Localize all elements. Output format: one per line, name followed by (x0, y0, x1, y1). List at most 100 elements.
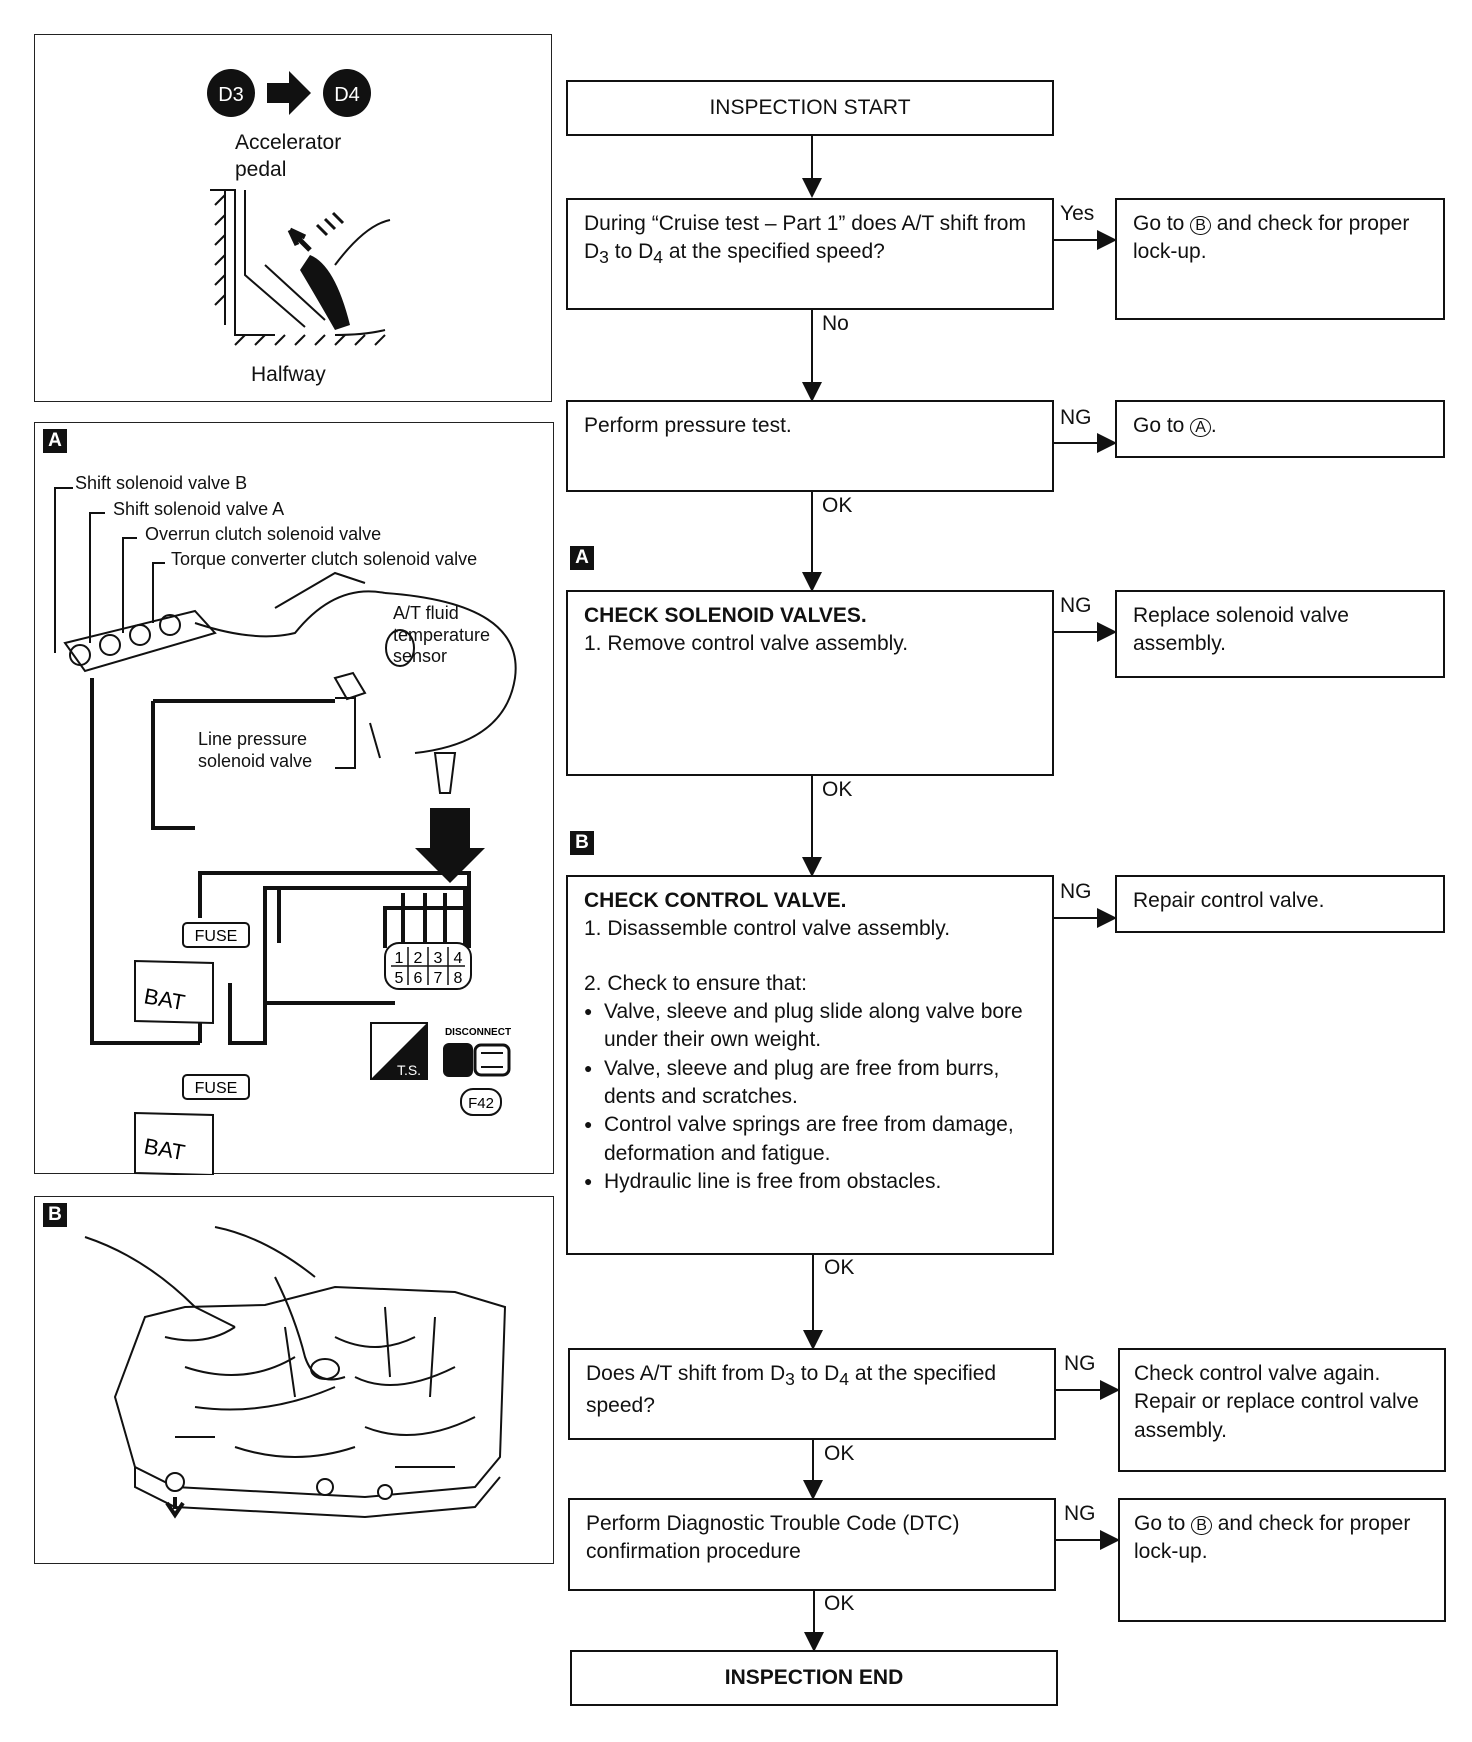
go-b-suffix: and check for proper lock-up. (1133, 212, 1410, 264)
inspection-end-box: INSPECTION END (570, 1650, 1058, 1706)
bullet-item: Hydraulic line is free from obstacles. (584, 1168, 1036, 1196)
go-b2-prefix: Go to (1134, 1512, 1192, 1535)
cruise-test-question-box: During “Cruise test – Part 1” does A/T s… (566, 198, 1054, 310)
halfway-label: Halfway (251, 363, 326, 386)
ts-label: T.S. (397, 1062, 421, 1078)
circled-a-mark: A (1190, 418, 1211, 437)
ng-label-3: NG (1060, 880, 1092, 903)
line-pressure-label: Line pressure solenoid valve (198, 729, 312, 772)
shift-solenoid-b-label: Shift solenoid valve B (75, 473, 248, 493)
fuse-label-2: FUSE (195, 1080, 238, 1097)
ng-label-5: NG (1064, 1502, 1096, 1525)
solenoid-wiring-panel: A (34, 422, 554, 1175)
q2-text-prefix: Does A/T shift from D (586, 1362, 786, 1385)
q1-text-suffix: at the specified speed? (663, 240, 885, 264)
no-label: No (822, 312, 849, 335)
ok-label-1: OK (822, 494, 853, 517)
check-solenoid-title: CHECK SOLENOID VALVES. (584, 604, 867, 627)
d3-label: D3 (218, 84, 244, 106)
repair-control-valve-box: Repair control valve. (1115, 875, 1445, 933)
ng-label-2: NG (1060, 594, 1092, 617)
check-control-title: CHECK CONTROL VALVE. (584, 889, 847, 912)
check-again-box: Check control valve again. Repair or rep… (1118, 1348, 1446, 1472)
bullet-item: Valve, sleeve and plug are free from bur… (584, 1055, 1036, 1112)
inspection-end-label: INSPECTION END (724, 1666, 904, 1689)
bullet-item: Control valve springs are free from dama… (584, 1111, 1036, 1168)
shift-solenoid-a-label: Shift solenoid valve A (113, 499, 285, 519)
control-valve-body-illustration (84, 1226, 507, 1519)
shift-check-question-box: Does A/T shift from D3 to D4 at the spec… (568, 1348, 1056, 1440)
check-again-label: Check control valve again. Repair or rep… (1134, 1362, 1419, 1442)
pin-6: 6 (414, 970, 423, 987)
q2-sub-4: 4 (839, 1369, 849, 1390)
inspection-start-label: INSPECTION START (709, 96, 911, 119)
pressure-test-box: Perform pressure test. (566, 400, 1054, 492)
ng-label-4: NG (1064, 1352, 1096, 1375)
accelerator-pedal-illustration: D3 D4 (207, 69, 391, 346)
go-b2-suffix: and check for proper lock-up. (1134, 1512, 1411, 1564)
check-control-step2: 2. Check to ensure that: (584, 971, 807, 995)
pin-1: 1 (395, 950, 404, 967)
go-b-lockup-box-2: Go to B and check for proper lock-up. (1118, 1498, 1446, 1622)
fuse-label-1: FUSE (195, 928, 238, 945)
fluid-sensor-line-2: temperature (393, 624, 491, 645)
q2-text-mid: to D (794, 1362, 840, 1385)
yes-label: Yes (1060, 202, 1095, 225)
dtc-procedure-box: Perform Diagnostic Trouble Code (DTC) co… (568, 1498, 1056, 1591)
panel-a-tag: A (43, 429, 67, 453)
q1-sub-3: 3 (599, 247, 609, 268)
ok-label-4: OK (824, 1442, 855, 1465)
ok-label-5: OK (824, 1592, 855, 1615)
check-solenoid-box: CHECK SOLENOID VALVES. 1. Remove control… (566, 590, 1054, 776)
fluid-sensor-label: A/T fluid temperature sensor (393, 603, 490, 668)
pin-5: 5 (395, 970, 404, 987)
ng-label-1: NG (1060, 406, 1092, 429)
accelerator-illustration-panel: D3 D4 Accelerator pedal Halfway (34, 34, 552, 402)
disconnect-connector-icon (443, 1043, 511, 1077)
disconnect-label: DISCONNECT (445, 1027, 511, 1038)
check-solenoid-step1: 1. Remove control valve assembly. (584, 632, 909, 656)
q2-sub-3: 3 (785, 1369, 795, 1390)
accelerator-pedal-label: Accelerator pedal (235, 131, 342, 182)
solenoid-wiring-diagram: FUSE FUSE BAT BAT 1 2 3 4 5 6 7 8 T.S. D… (54, 487, 517, 1175)
q2-text-suffix: at the specified speed? (586, 1362, 997, 1417)
panel-b-tag: B (43, 1203, 67, 1227)
push-arrow-icon (287, 227, 312, 252)
down-arrow-icon (165, 1497, 185, 1519)
d4-label: D4 (334, 84, 360, 106)
check-control-bullets: Valve, sleeve and plug slide along valve… (584, 998, 1036, 1196)
torque-converter-label: Torque converter clutch solenoid valve (171, 549, 478, 569)
pin-3: 3 (434, 950, 443, 967)
bullet-item: Valve, sleeve and plug slide along valve… (584, 998, 1036, 1055)
circled-b-mark-2: B (1191, 1516, 1212, 1535)
check-control-valve-box: CHECK CONTROL VALVE. 1. Disassemble cont… (566, 875, 1054, 1255)
q1-text-prefix: During “Cruise test – Part 1” does A/T s… (584, 212, 1026, 264)
repair-control-label: Repair control valve. (1133, 889, 1325, 912)
ok-label-2: OK (822, 778, 853, 801)
flow-tag-a: A (570, 546, 594, 570)
go-a-prefix: Go to (1133, 414, 1191, 437)
check-control-step1: 1. Disassemble control valve assembly. (584, 917, 951, 941)
go-b-prefix: Go to (1133, 212, 1191, 235)
pin-2: 2 (414, 950, 423, 967)
overrun-clutch-label: Overrun clutch solenoid valve (145, 524, 382, 544)
circled-b-mark: B (1190, 216, 1211, 235)
fluid-sensor-line-1: A/T fluid (393, 603, 459, 623)
arrow-right-icon (267, 71, 311, 115)
go-b-lockup-box: Go to B and check for proper lock-up. (1115, 198, 1445, 320)
line-pressure-line-2: solenoid valve (198, 750, 313, 771)
inspection-start-box: INSPECTION START (566, 80, 1054, 136)
replace-solenoid-label: Replace solenoid valve assembly. (1133, 604, 1349, 656)
replace-solenoid-box: Replace solenoid valve assembly. (1115, 590, 1445, 678)
connector-id-label: F42 (468, 1095, 494, 1112)
pin-7: 7 (434, 970, 443, 987)
go-a-box: Go to A. (1115, 400, 1445, 458)
q1-text-mid: to D (608, 240, 654, 264)
q1-sub-4: 4 (653, 247, 663, 268)
fluid-sensor-line-3: sensor (393, 646, 448, 667)
ok-label-3: OK (824, 1256, 855, 1279)
go-a-suffix: . (1210, 414, 1217, 437)
flow-tag-b: B (570, 831, 594, 855)
pin-8: 8 (454, 970, 463, 987)
dtc-procedure-label: Perform Diagnostic Trouble Code (DTC) co… (586, 1512, 960, 1564)
